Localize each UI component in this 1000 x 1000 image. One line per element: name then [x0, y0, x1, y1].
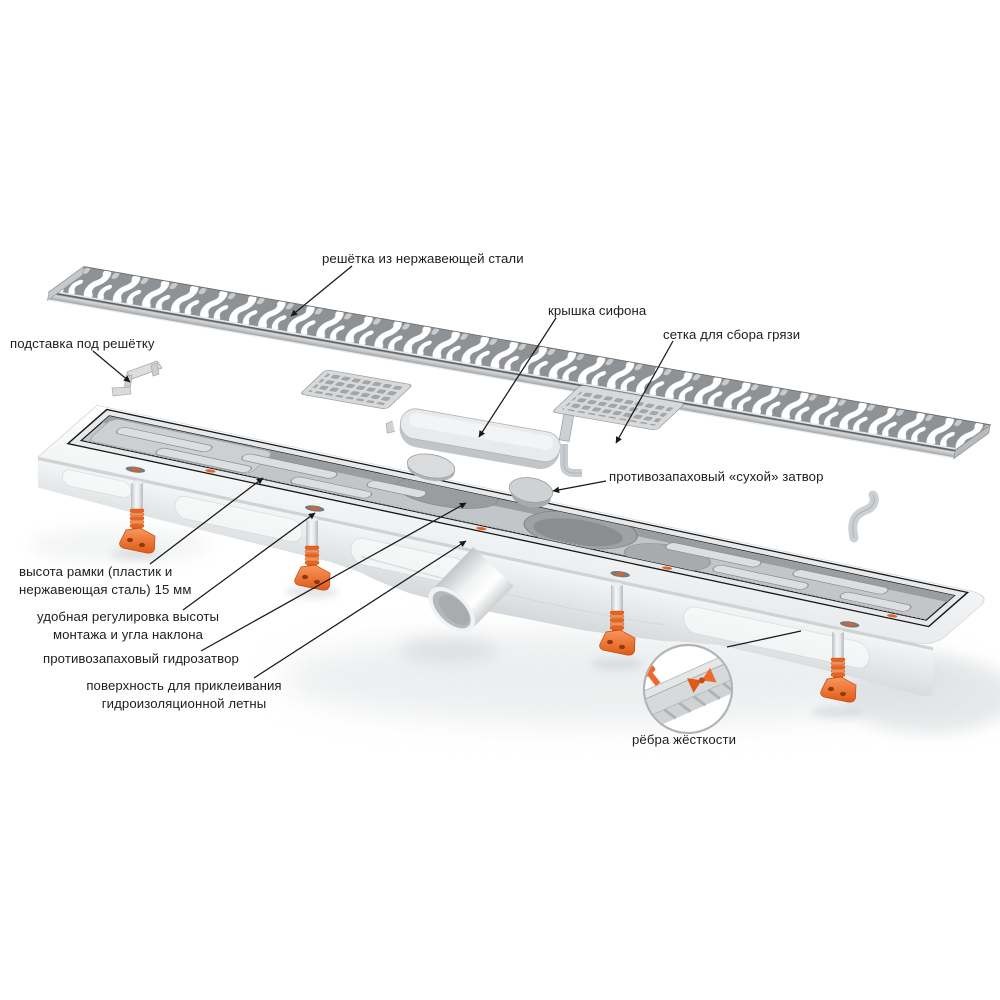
orange-wing-clip	[686, 667, 717, 693]
label-height-adjust: удобная регулировка высоты монтажа и угл…	[36, 609, 220, 643]
adjustment-screw-dots	[205, 469, 898, 618]
label-grate-support: подставка под решётку	[10, 336, 155, 351]
label-water-trap: противозапаховый гидрозатвор	[43, 651, 239, 666]
siphon-cover-hook	[560, 444, 582, 477]
flange-holes	[125, 466, 860, 628]
label-glue-surface: поверхность для приклеивания гидроизоляц…	[86, 678, 282, 712]
dry-trap-disc-labeled	[508, 477, 554, 508]
outlet-pipe	[428, 547, 514, 633]
label-stiffening-ribs: рёбра жёсткости	[632, 732, 737, 747]
label-dirt-screen: сетка для сбора грязи	[663, 327, 801, 342]
ribs-inset	[642, 643, 734, 735]
label-frame-height: высота рамки (пластик и нержавеющая стал…	[19, 564, 192, 598]
label-grate: решётка из нержавеющей стали	[322, 251, 524, 266]
dry-trap-disc	[406, 453, 456, 482]
grate-end-face	[47, 265, 85, 302]
drain-body-top	[37, 404, 985, 644]
steel-grate	[47, 265, 992, 460]
leader-lines	[92, 265, 802, 679]
dirt-screen-plate	[301, 369, 412, 410]
grate-support-bracket	[111, 360, 163, 397]
dirt-screen-plate-labeled	[553, 385, 684, 442]
label-siphon-cover: крышка сифона	[548, 303, 647, 318]
label-dry-trap: противозапаховый «сухой» затвор	[609, 469, 824, 484]
